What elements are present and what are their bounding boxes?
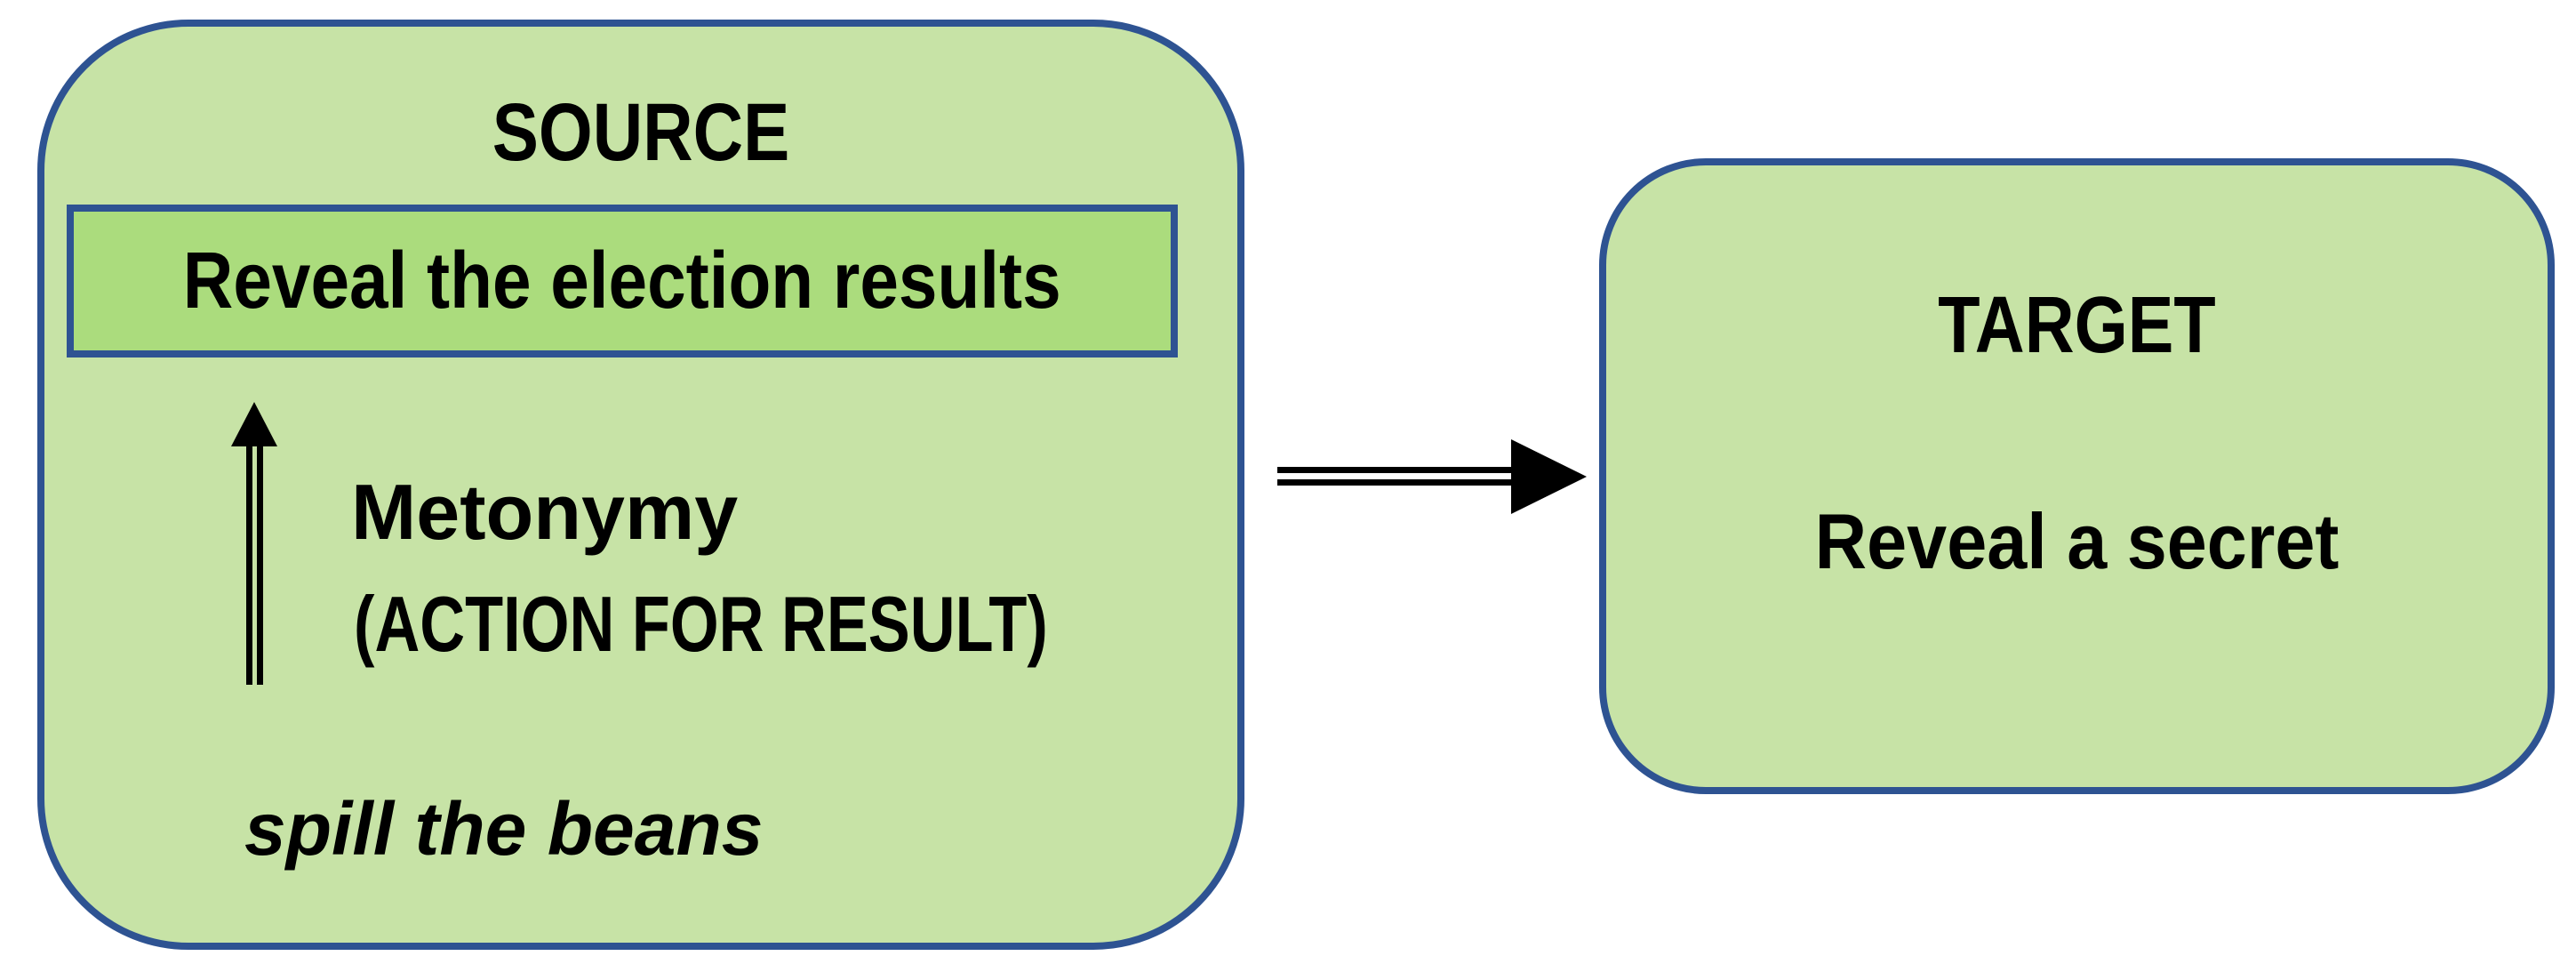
up-arrow-head <box>231 402 277 446</box>
right-arrow-icon <box>1277 439 1587 514</box>
source-box-title: SOURCE <box>492 87 790 178</box>
metonymy-type-label: (ACTION FOR RESULT) <box>354 580 1048 668</box>
up-arrow-shaft <box>245 446 263 685</box>
right-arrow-bar-top <box>1277 467 1511 473</box>
target-box: TARGET Reveal a secret <box>1599 158 2555 794</box>
target-box-title: TARGET <box>1938 281 2216 370</box>
source-example-text: Reveal the election results <box>183 237 1061 325</box>
source-example-box: Reveal the election results <box>67 205 1178 357</box>
up-arrow-icon <box>231 402 277 685</box>
target-meaning-text: Reveal a secret <box>1814 497 2340 585</box>
right-arrow-bar-bottom <box>1277 479 1511 486</box>
idiom-label: spill the beans <box>244 787 764 871</box>
metonymy-label: Metonymy <box>351 468 739 556</box>
source-box: SOURCE Reveal the election results Meton… <box>37 20 1244 950</box>
right-arrow-head <box>1511 439 1587 514</box>
